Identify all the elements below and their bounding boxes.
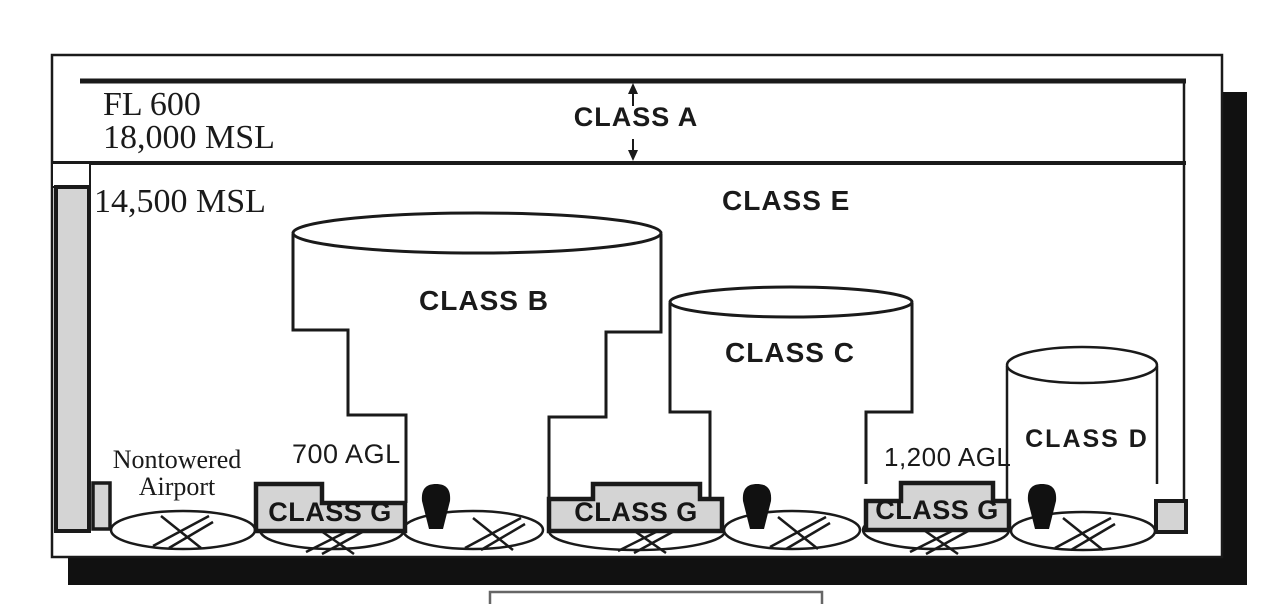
control-towers [421,484,1057,529]
msl-18000-label: 18,000 MSL [103,119,275,156]
nontowered-line1: Nontowered [112,445,242,474]
left-terrain-column [54,185,91,533]
frame-shadow-right [1220,92,1247,585]
control-tower-icon [1027,484,1057,529]
class-c-shape [668,285,914,499]
class-d-shape [1005,345,1159,501]
class-g-label-2: CLASS G [574,497,698,527]
class-g-box [546,481,725,534]
agl-700-label: 700 AGL [292,439,401,469]
diagram-frame [50,53,1224,559]
nontowered-line2: Airport [138,472,216,502]
control-tower-icon [421,484,451,529]
runway-x-icon [1054,516,1116,552]
runway-x-icon [464,516,526,552]
class-d-label: CLASS D [1025,425,1149,453]
caption-box [488,590,824,604]
left-corner-cell [51,162,91,188]
class-g-label-1: CLASS G [268,497,392,527]
nontowered-airport-label: Nontowered Airport [77,446,277,501]
left-terrain-step [91,481,112,531]
class-a-extent-arrow [628,83,638,161]
class-b-label: CLASS B [419,285,549,316]
class-g-box [863,480,1012,533]
fl600-label: FL 600 [103,86,201,123]
class-a-label: CLASS A [573,102,699,132]
runway-x-icon [769,515,831,551]
class-g-boxes [253,480,1012,534]
control-tower-icon [742,484,772,529]
right-terrain-block [1154,499,1188,534]
msl-14500-label: 14,500 MSL [94,183,266,220]
class-b-shape [291,211,663,503]
class-g-label-3: CLASS G [875,495,999,525]
class-c-label: CLASS C [725,337,855,368]
frame-shadow-bottom [68,558,1247,585]
class-e-label: CLASS E [722,185,851,216]
class-g-box [253,481,408,534]
airport-oval [722,509,862,551]
runway-x-icon [152,514,214,550]
agl-1200-label: 1,200 AGL [884,442,1012,472]
